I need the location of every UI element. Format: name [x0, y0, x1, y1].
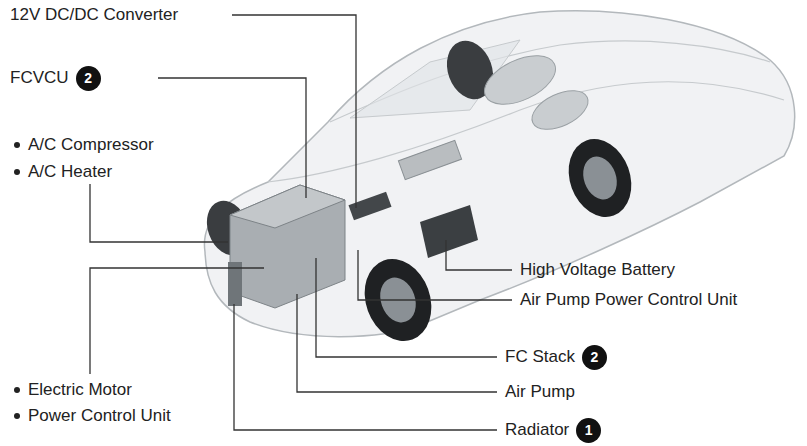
bullet-dot [14, 413, 20, 419]
part-label: A/C Heater [28, 162, 112, 182]
callout-number: 1 [576, 418, 601, 443]
leader-lines [90, 15, 512, 430]
part-label: High Voltage Battery [520, 260, 675, 280]
callout-number: 2 [582, 345, 607, 370]
dc-converter [348, 192, 391, 221]
bullets [14, 142, 20, 419]
rear-right-rim [577, 152, 622, 204]
front-module-top [230, 185, 345, 228]
leader-line [90, 268, 264, 374]
leader-line [446, 240, 512, 270]
leader-line [234, 304, 497, 430]
rear-right-wheel [558, 130, 642, 226]
leader-line [316, 258, 497, 357]
battery-block [420, 205, 478, 258]
car-body [204, 11, 794, 337]
bullet-dot [14, 142, 20, 148]
part-label: FC Stack [505, 347, 575, 367]
part-label: FCVCU [10, 68, 69, 88]
part-label: 12V DC/DC Converter [10, 5, 178, 25]
front-module [230, 185, 345, 308]
bullet-dot [14, 169, 20, 175]
body-outline [204, 11, 794, 337]
callout-text: 2 [591, 350, 599, 364]
callout-text: 2 [84, 71, 92, 85]
part-label: Electric Motor [28, 380, 132, 400]
part-label: Air Pump [505, 382, 575, 402]
leader-line [232, 15, 356, 208]
part-label: Radiator [505, 420, 569, 440]
part-label: A/C Compressor [28, 135, 154, 155]
part-label: Air Pump Power Control Unit [520, 290, 737, 310]
bullet-dot [14, 387, 20, 393]
leader-line [358, 250, 512, 300]
floor-module [398, 140, 461, 179]
leader-line [158, 78, 306, 198]
leader-line [297, 294, 497, 392]
callout-number: 2 [76, 66, 101, 91]
hydrogen-tank [526, 83, 594, 137]
leader-line [90, 184, 228, 242]
part-label: Power Control Unit [28, 406, 171, 426]
callout-text: 1 [585, 423, 593, 437]
